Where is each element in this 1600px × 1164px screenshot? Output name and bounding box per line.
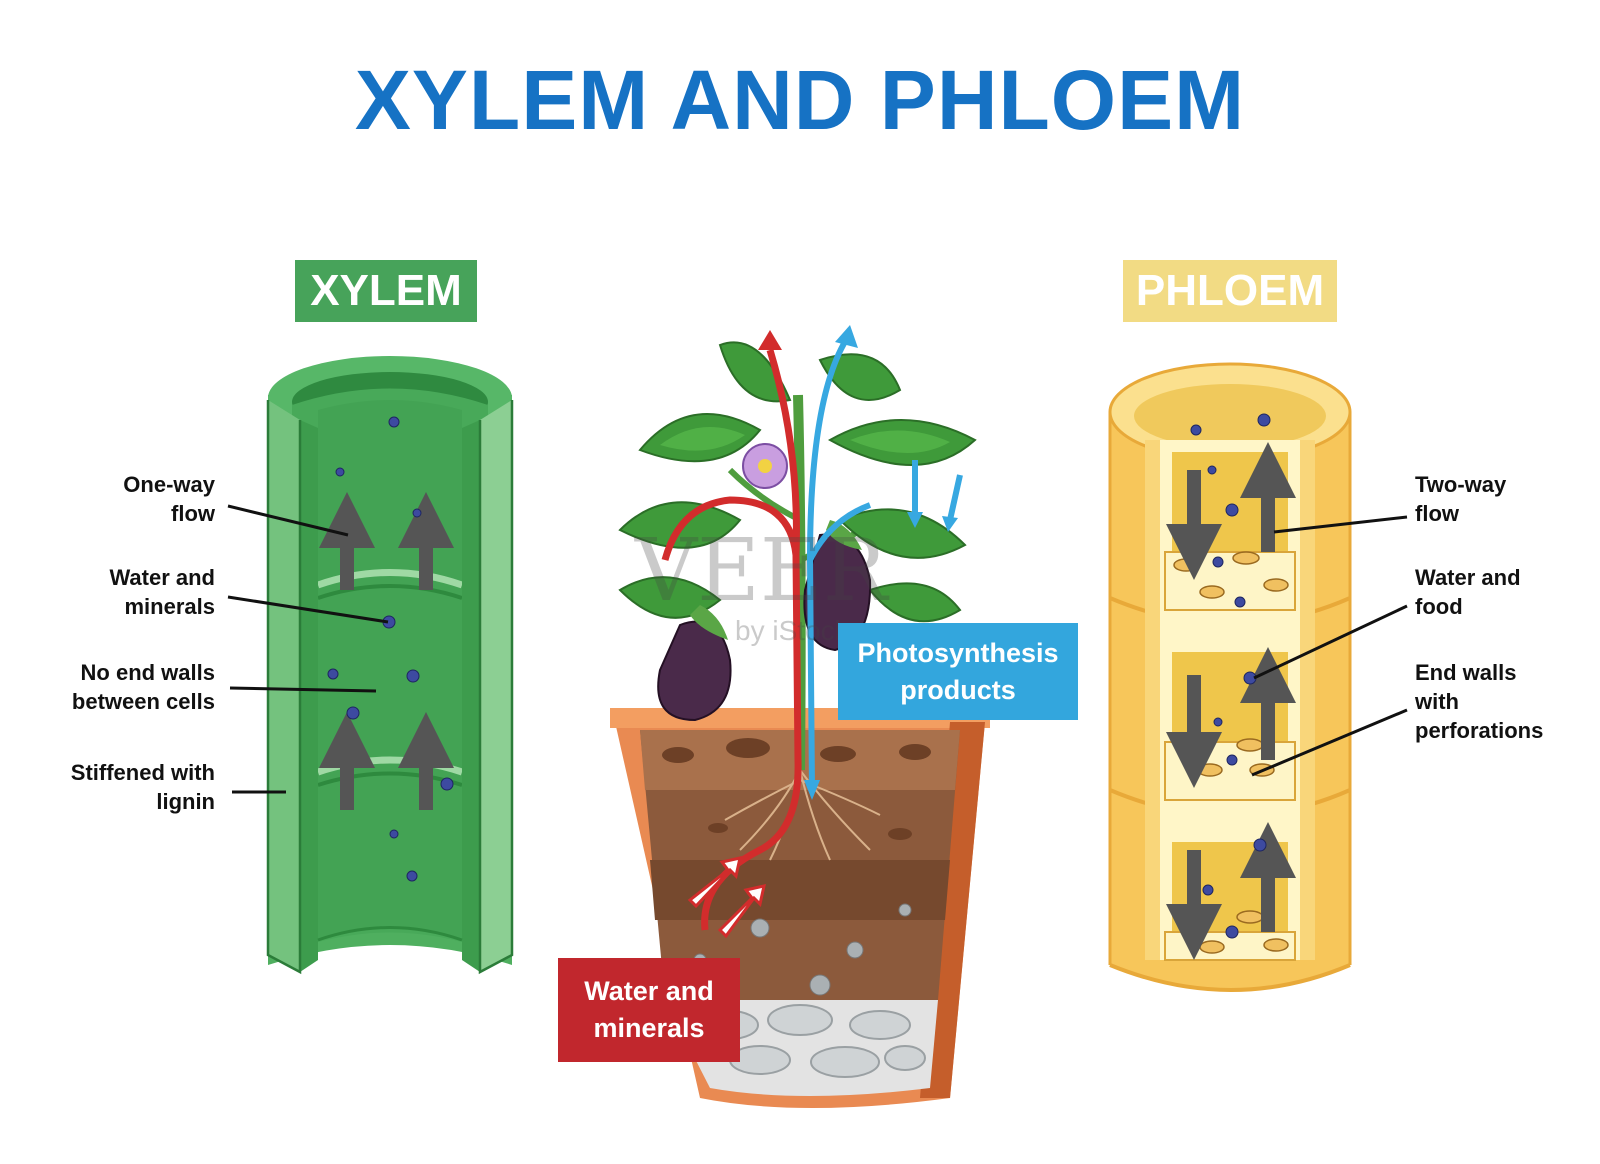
page-title: XYLEM AND PHLOEM xyxy=(354,53,1246,147)
xylem-pointer-lines xyxy=(227,504,389,794)
svg-text:by iStock: by iStock xyxy=(735,615,850,646)
phloem-header: PHLOEM xyxy=(1123,260,1337,322)
svg-text:VEER: VEER xyxy=(634,521,890,621)
watermark: VEER by iStock xyxy=(634,521,890,646)
xylem-vessel xyxy=(266,356,514,975)
phloem-tube xyxy=(1108,362,1352,992)
phloem-pointer-lines xyxy=(1251,515,1408,777)
flower-icon xyxy=(742,443,788,489)
xylem-header: XYLEM xyxy=(295,260,477,322)
